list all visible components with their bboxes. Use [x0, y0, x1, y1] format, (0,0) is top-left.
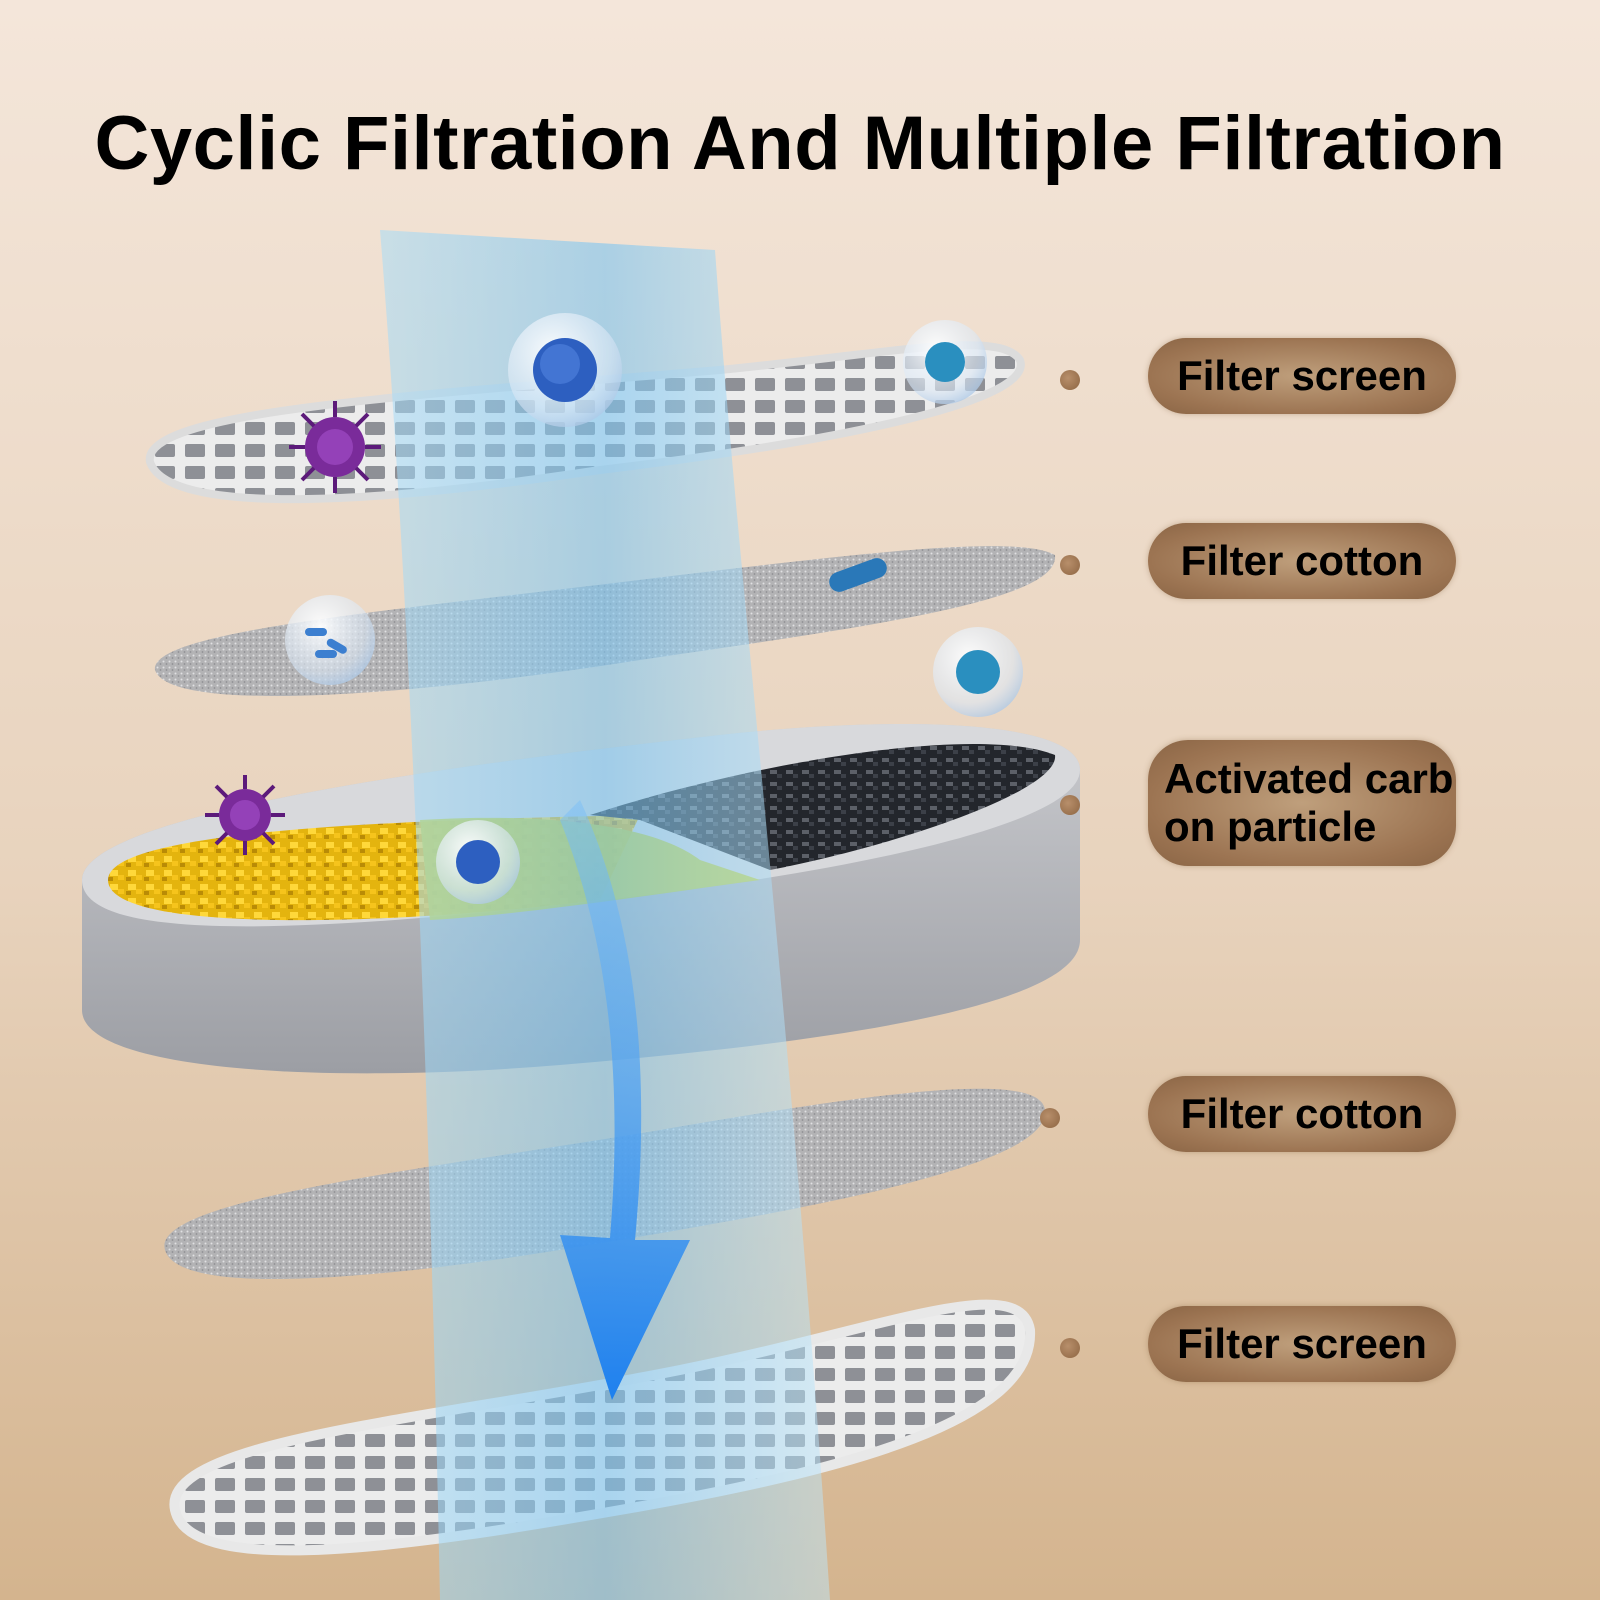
- virus-icon: [289, 401, 381, 493]
- bacteria-bubble-icon: [436, 820, 520, 904]
- label-filter-cotton-top: Filter cotton: [1148, 523, 1456, 599]
- bacteria-bubble-icon: [508, 313, 622, 427]
- bacteria-bubble-icon: [933, 627, 1023, 717]
- label-filter-cotton-bottom: Filter cotton: [1148, 1076, 1456, 1152]
- label-filter-screen-top: Filter screen: [1148, 338, 1456, 414]
- label-dot: [1060, 555, 1080, 575]
- label-dot: [1040, 1108, 1060, 1128]
- bacteria-bubble-icon: [285, 595, 375, 685]
- page-title: Cyclic Filtration And Multiple Filtratio…: [94, 101, 1506, 186]
- label-dot: [1060, 370, 1080, 390]
- label-dot: [1060, 795, 1080, 815]
- arrow-down-icon: [560, 800, 690, 1400]
- bacteria-bubble-icon: [903, 320, 987, 404]
- virus-icon: [205, 775, 285, 855]
- label-filter-screen-bottom: Filter screen: [1148, 1306, 1456, 1382]
- bacteria-icon: [829, 558, 887, 592]
- label-activated-carbon: Activated carb on particle: [1148, 740, 1456, 866]
- label-dot: [1060, 1338, 1080, 1358]
